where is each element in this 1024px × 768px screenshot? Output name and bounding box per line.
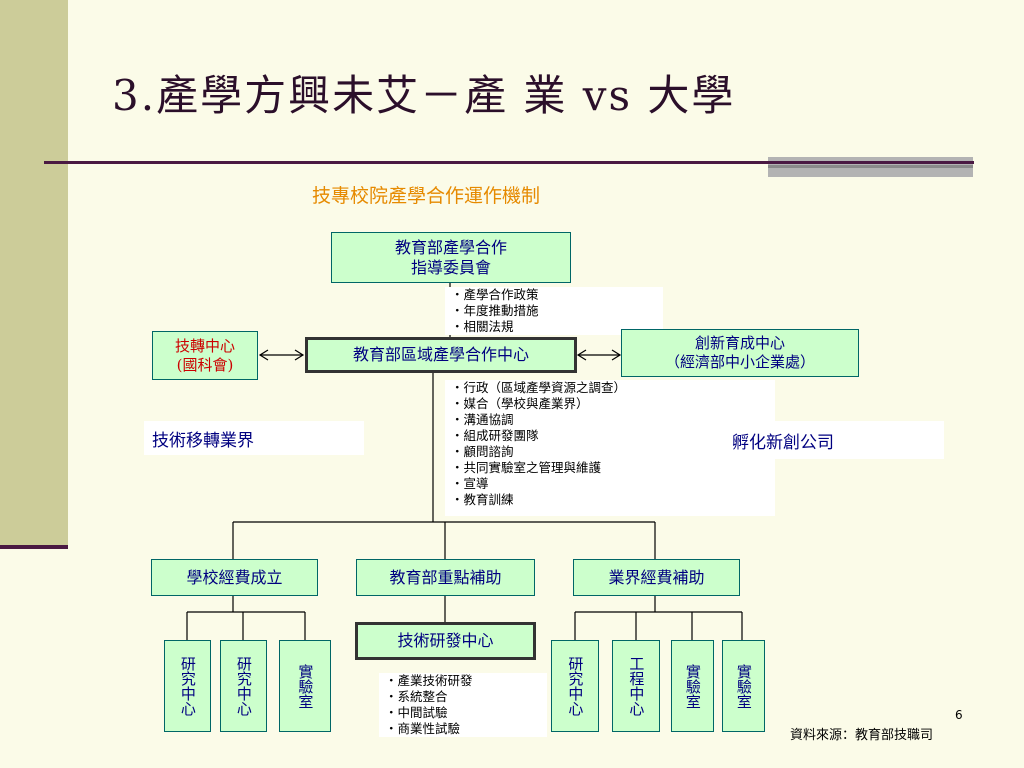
function-note-item: ・宣導 [451, 476, 489, 491]
lab-box: 實驗室 [671, 640, 714, 732]
title-rule-accent-line [768, 165, 973, 168]
function-note-item: ・媒合（學校與產業界） [451, 396, 589, 411]
moe-funded-box: 教育部重點補助 [356, 559, 535, 596]
engineering-center-box: 工程中心 [612, 640, 660, 732]
research-center-box: 研究中心 [220, 640, 267, 732]
rd-note-item: ・系統整合 [385, 689, 448, 704]
moe-steering-committee-label: 教育部產學合作 指導委員會 [394, 237, 507, 277]
research-center-label: 研究中心 [566, 656, 585, 716]
regional-industry-center-label: 教育部區域產學合作中心 [352, 345, 529, 364]
rd-center-box: 技術研發中心 [355, 622, 536, 660]
function-note-item: ・顧問諮詢 [451, 444, 514, 459]
lab-label: 實驗室 [683, 663, 702, 709]
function-note-item: ・行政（區域產學資源之調查） [451, 380, 627, 395]
lab-box: 實驗室 [279, 640, 331, 732]
moe-steering-committee: 教育部產學合作 指導委員會 [331, 232, 571, 283]
rd-note-item: ・商業性試驗 [385, 721, 461, 736]
diagram-subtitle: 技專校院產學合作運作機制 [312, 185, 541, 207]
regional-industry-center: 教育部區域產學合作中心 [305, 337, 577, 373]
arrow-head-left-2 [576, 349, 587, 361]
function-note-item: ・組成研發團隊 [451, 428, 539, 443]
arrow-head-left-1 [258, 349, 269, 361]
policy-note-item: ・相關法規 [451, 319, 514, 334]
rd-note-item: ・中間試驗 [385, 705, 448, 720]
rd-notes: ・產業技術研發 ・系統整合 ・中間試驗 ・商業性試驗 [379, 673, 547, 737]
function-note-item: ・溝通協調 [451, 412, 514, 427]
industry-funded-box: 業界經費補助 [573, 559, 740, 596]
lab-box: 實驗室 [722, 640, 765, 732]
policy-note-item: ・產學合作政策 [451, 287, 539, 302]
research-center-label: 研究中心 [234, 656, 253, 716]
function-note-item: ・教育訓練 [451, 492, 514, 507]
policy-note-item: ・年度推動措施 [451, 303, 539, 318]
innovation-incubation-center-label: 創新育成中心 （經濟部中小企業處） [664, 334, 815, 371]
research-center-box: 研究中心 [164, 640, 211, 732]
lab-label: 實驗室 [296, 663, 315, 709]
rd-note-item: ・產業技術研發 [385, 673, 473, 688]
page-number: 6 [955, 708, 963, 722]
school-funded-box: 學校經費成立 [151, 559, 318, 596]
source-citation: 資料來源：教育部技職司 [790, 728, 934, 743]
slide-title: 3.產學方興未艾－產 業 vs 大學 [112, 71, 736, 120]
tech-transfer-industry-label: 技術移轉業界 [144, 421, 364, 455]
engineering-center-label: 工程中心 [627, 656, 646, 716]
title-rule [44, 161, 974, 164]
policy-notes: ・產學合作政策 ・年度推動措施 ・相關法規 [445, 287, 663, 335]
left-accent-band [0, 0, 68, 548]
industry-funded-label: 業界經費補助 [608, 567, 705, 587]
tech-transfer-center-label: 技轉中心 (國科會) [174, 336, 235, 374]
left-accent-line [0, 545, 68, 549]
regional-functions-notes: ・行政（區域產學資源之調查） ・媒合（學校與產業界） ・溝通協調 ・組成研發團隊… [445, 380, 775, 516]
rd-center-label: 技術研發中心 [397, 631, 494, 650]
lab-label: 實驗室 [734, 663, 753, 709]
tech-transfer-center: 技轉中心 (國科會) [152, 331, 258, 380]
arrow-head-right-1 [294, 349, 305, 361]
research-center-label: 研究中心 [178, 656, 197, 716]
incubate-startups-label: 孵化新創公司 [724, 421, 944, 459]
school-funded-label: 學校經費成立 [186, 567, 283, 587]
innovation-incubation-center: 創新育成中心 （經濟部中小企業處） [621, 329, 859, 377]
research-center-box: 研究中心 [551, 640, 599, 732]
moe-funded-label: 教育部重點補助 [389, 567, 502, 587]
arrow-head-right-2 [611, 349, 622, 361]
function-note-item: ・共同實驗室之管理與維護 [451, 460, 602, 475]
